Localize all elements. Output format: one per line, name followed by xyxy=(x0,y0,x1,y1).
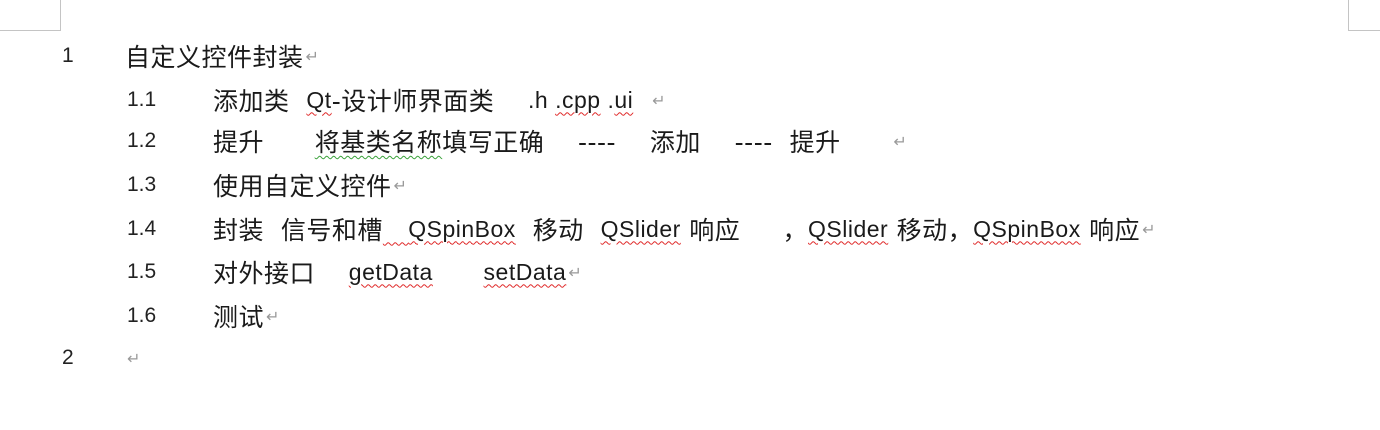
text-run: 对外接口 xyxy=(213,259,349,288)
text-run: -设计师界面类 xyxy=(331,87,528,116)
outline-text[interactable]: 封装 信号和槽 QSpinBox 移动 QSlider 响应 ，QSlider … xyxy=(213,211,1156,247)
outline-text[interactable]: 添加类 Qt-设计师界面类 .h .cpp .ui ↵ xyxy=(213,82,666,118)
outline-number: 1.5 xyxy=(127,260,157,283)
paragraph-mark-icon: ↵ xyxy=(393,175,408,195)
outline-item-1[interactable]: 1 自定义控件封装↵ xyxy=(0,36,1380,76)
text-run: 移动 xyxy=(515,216,601,245)
spelling-error-text: getData xyxy=(348,258,433,285)
text-run: 使用自定义控件 xyxy=(213,172,392,201)
text-run: 添加类 xyxy=(213,87,307,116)
text-run xyxy=(433,258,484,287)
outline-text[interactable]: 使用自定义控件↵ xyxy=(213,167,407,203)
page-corner-mark-top-left xyxy=(0,0,61,31)
outline-number: 1.3 xyxy=(127,173,157,196)
spelling-error-text xyxy=(383,215,408,244)
text-run xyxy=(633,86,650,115)
text-run: 响应 ， xyxy=(680,216,808,245)
paragraph-mark-icon: ↵ xyxy=(652,90,667,110)
paragraph-mark-icon: ↵ xyxy=(893,131,908,151)
spelling-error-text: setData xyxy=(483,258,567,285)
outline-item-1-1[interactable]: 1.1 添加类 Qt-设计师界面类 .h .cpp .ui ↵ xyxy=(0,80,1380,120)
outline-text[interactable]: 提升 将基类名称填写正确 ---- 添加 ---- 提升 ↵ xyxy=(213,123,907,159)
outline-item-1-6[interactable]: 1.6 测试↵ xyxy=(0,296,1380,336)
outline-number: 1.2 xyxy=(127,129,157,152)
outline-number: 2 xyxy=(62,346,74,369)
outline-item-1-2[interactable]: 1.2 提升 将基类名称填写正确 ---- 添加 ---- 提升 ↵ xyxy=(0,121,1380,161)
outline-number: 1 xyxy=(62,44,74,67)
outline-text[interactable]: 自定义控件封装↵ xyxy=(125,38,319,74)
text-run: 自定义控件封装 xyxy=(125,43,304,72)
text-run: 响应 xyxy=(1080,216,1141,245)
text-run: 提升 xyxy=(213,128,315,157)
outline-item-1-3[interactable]: 1.3 使用自定义控件↵ xyxy=(0,165,1380,205)
spelling-error-text: QSlider xyxy=(600,215,681,242)
spelling-error-text: ui xyxy=(614,86,634,113)
text-run: . xyxy=(600,86,615,113)
paragraph-mark-icon: ↵ xyxy=(266,306,280,326)
outline-text[interactable]: 对外接口 getData setData↵ xyxy=(213,254,582,290)
paragraph-mark-icon: ↵ xyxy=(127,348,141,368)
page-corner-mark-top-right xyxy=(1348,0,1380,31)
paragraph-mark-icon: ↵ xyxy=(1142,219,1157,239)
spelling-error-text: .cpp xyxy=(555,86,601,113)
paragraph-mark-icon: ↵ xyxy=(305,46,320,66)
text-run: 测试 xyxy=(213,303,265,332)
paragraph-mark-icon: ↵ xyxy=(568,262,583,282)
outline-item-1-5[interactable]: 1.5 对外接口 getData setData↵ xyxy=(0,252,1380,292)
outline-number: 1.4 xyxy=(127,217,157,240)
outline-item-1-4[interactable]: 1.4 封装 信号和槽 QSpinBox 移动 QSlider 响应 ，QSlid… xyxy=(0,209,1380,249)
text-run: .h xyxy=(528,86,556,113)
spelling-error-text: QSlider xyxy=(808,215,889,242)
outline-text[interactable]: 测试↵ xyxy=(213,298,280,334)
outline-item-2[interactable]: 2↵ xyxy=(0,338,1380,378)
spelling-error-text: Qt xyxy=(306,86,332,113)
text-run: 封装 信号和槽 xyxy=(213,216,383,245)
grammar-error-text: 将基类名称 xyxy=(314,128,443,157)
text-run: 填写正确 ---- 添加 ---- 提升 xyxy=(442,128,892,157)
spelling-error-text: QSpinBox xyxy=(973,215,1081,242)
outline-number: 1.6 xyxy=(127,304,157,327)
spelling-error-text: QSpinBox xyxy=(408,215,516,242)
outline-text[interactable]: ↵ xyxy=(125,349,141,368)
outline-number: 1.1 xyxy=(127,88,157,111)
text-run: 移动， xyxy=(888,216,974,245)
